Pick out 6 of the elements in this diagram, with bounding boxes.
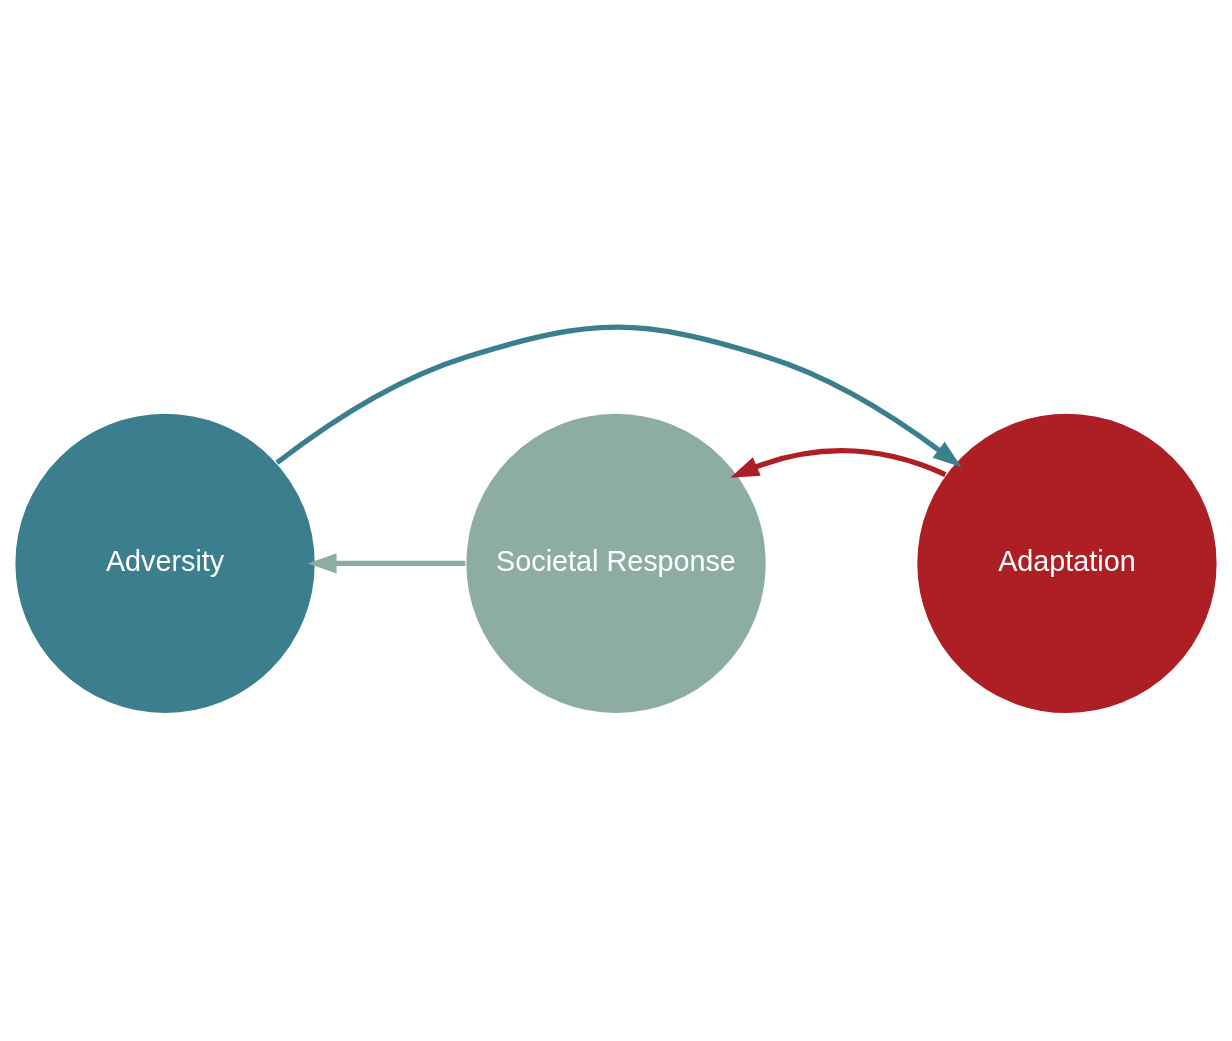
arrow: [730, 448, 947, 478]
node-circle: Societal Response: [465, 412, 767, 715]
node-circle: Adaptation: [915, 412, 1218, 715]
arrow: [275, 324, 962, 468]
node-circle: Adversity: [14, 412, 317, 715]
arrow: [307, 553, 466, 574]
